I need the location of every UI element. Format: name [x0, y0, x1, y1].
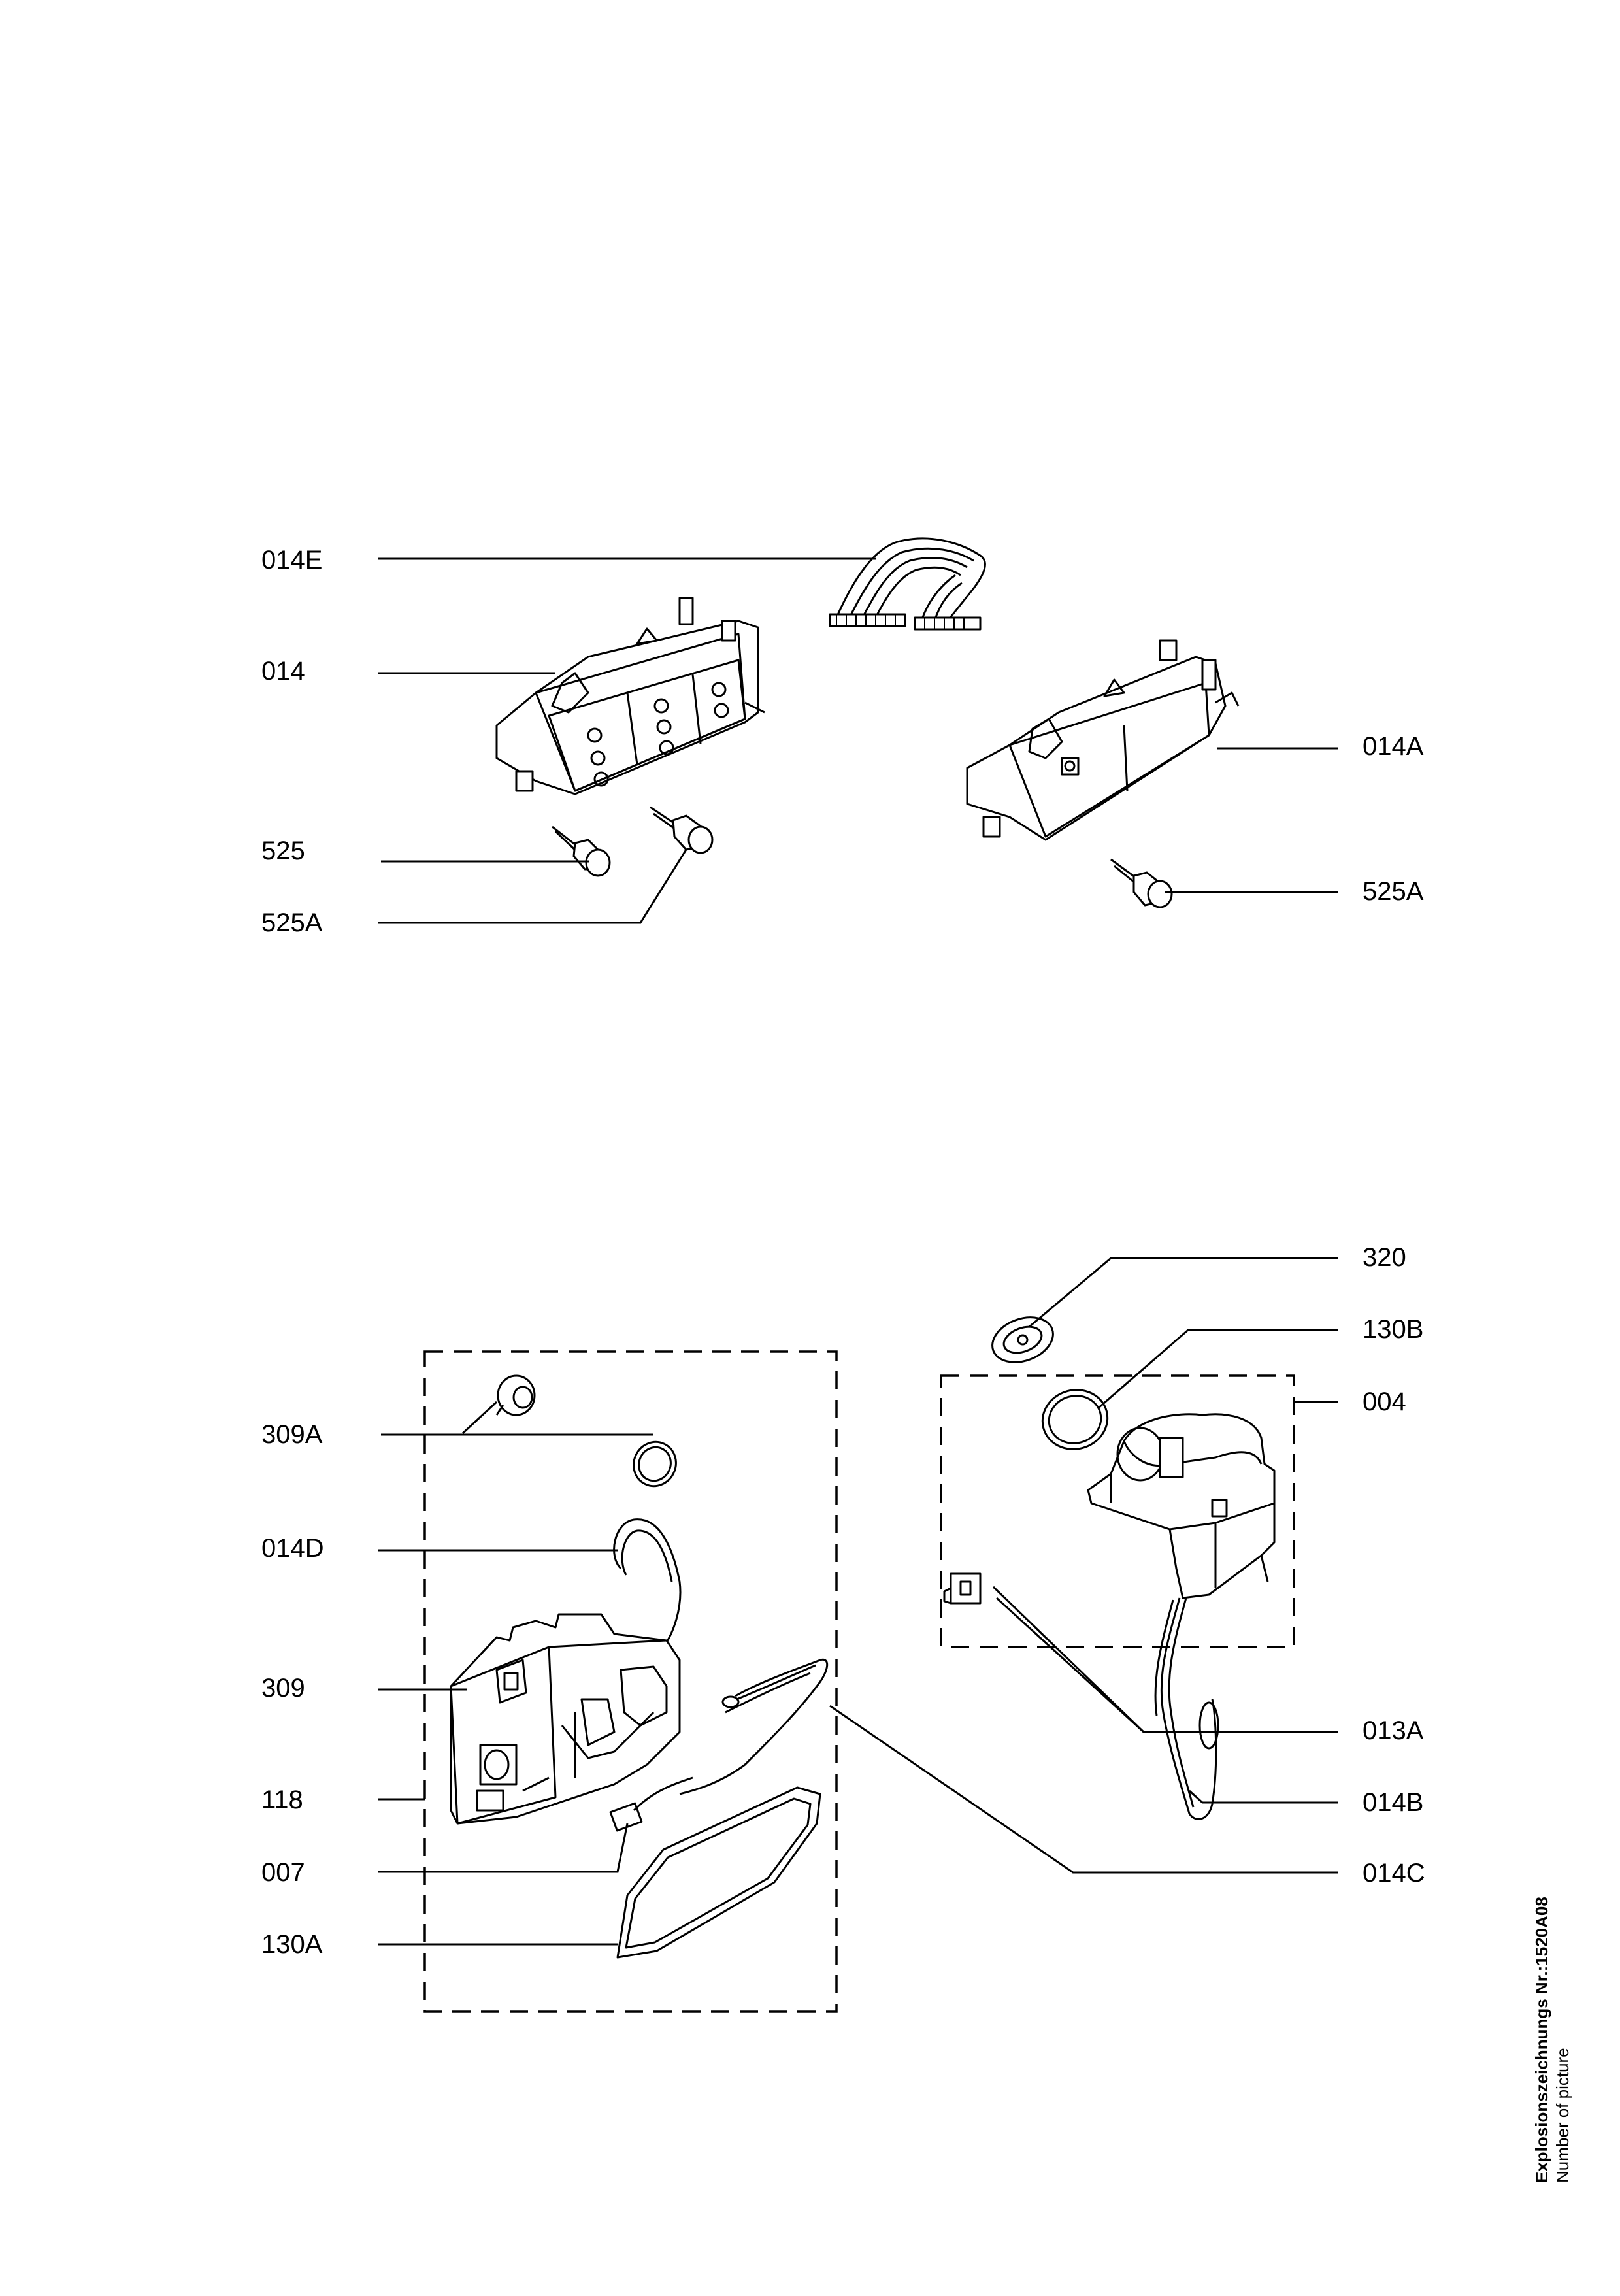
- cap-309A: [495, 1374, 536, 1416]
- label-014: 014: [261, 657, 305, 686]
- caption-prefix: Explosionszeichnungs Nr.:: [1532, 1966, 1551, 2183]
- cable-014C: [679, 1658, 829, 1795]
- cable-014D: [613, 1518, 682, 1648]
- label-007: 007: [261, 1858, 305, 1887]
- label-013A: 013A: [1363, 1716, 1424, 1745]
- wire-harness-014E: [829, 537, 986, 631]
- group-box-118: [423, 1350, 838, 2013]
- ring-130B: [1041, 1389, 1109, 1450]
- label-525A-right: 525A: [1363, 877, 1424, 906]
- svg-text:Explosionszeichnungs Nr.:1520A: Explosionszeichnungs Nr.:1520A08: [1532, 1897, 1551, 2183]
- caption-subtitle: Number of picture: [1553, 2048, 1572, 2183]
- label-004: 004: [1363, 1388, 1406, 1416]
- cable-014B: [1154, 1597, 1219, 1820]
- electronic-module-014A: [966, 639, 1240, 841]
- caption-number: 1520A08: [1532, 1897, 1551, 1966]
- picture-number-caption: Explosionszeichnungs Nr.:1520A08 Number …: [1532, 1897, 1572, 2183]
- ring-seal: [633, 1440, 677, 1488]
- label-014B: 014B: [1363, 1788, 1423, 1817]
- leader-lines-bottom: [378, 1257, 1338, 1946]
- gasket-130A: [616, 1786, 821, 1959]
- label-014D: 014D: [261, 1534, 324, 1563]
- label-309: 309: [261, 1674, 305, 1703]
- leader-lines-top: [378, 557, 1338, 924]
- label-118: 118: [261, 1786, 303, 1814]
- sensor-013A: [943, 1572, 982, 1605]
- label-309A: 309A: [261, 1420, 323, 1449]
- knob-525A-right: [1110, 858, 1173, 908]
- group-box-004: [940, 1374, 1295, 1648]
- cap-320: [991, 1316, 1054, 1363]
- knob-525A-left: [650, 806, 714, 854]
- label-014C: 014C: [1363, 1859, 1425, 1888]
- control-board-309: [450, 1613, 681, 1825]
- label-130B: 130B: [1363, 1315, 1423, 1344]
- electronic-module-014: [495, 597, 765, 795]
- label-525: 525: [261, 837, 305, 865]
- label-014A: 014A: [1363, 732, 1424, 761]
- label-130A: 130A: [261, 1930, 323, 1959]
- label-014E: 014E: [261, 546, 322, 574]
- label-525A-left: 525A: [261, 908, 323, 937]
- label-320: 320: [1363, 1243, 1406, 1272]
- dispenser-housing-004: [1087, 1413, 1276, 1599]
- connector-007: [609, 1776, 693, 1832]
- knob-525: [552, 825, 611, 877]
